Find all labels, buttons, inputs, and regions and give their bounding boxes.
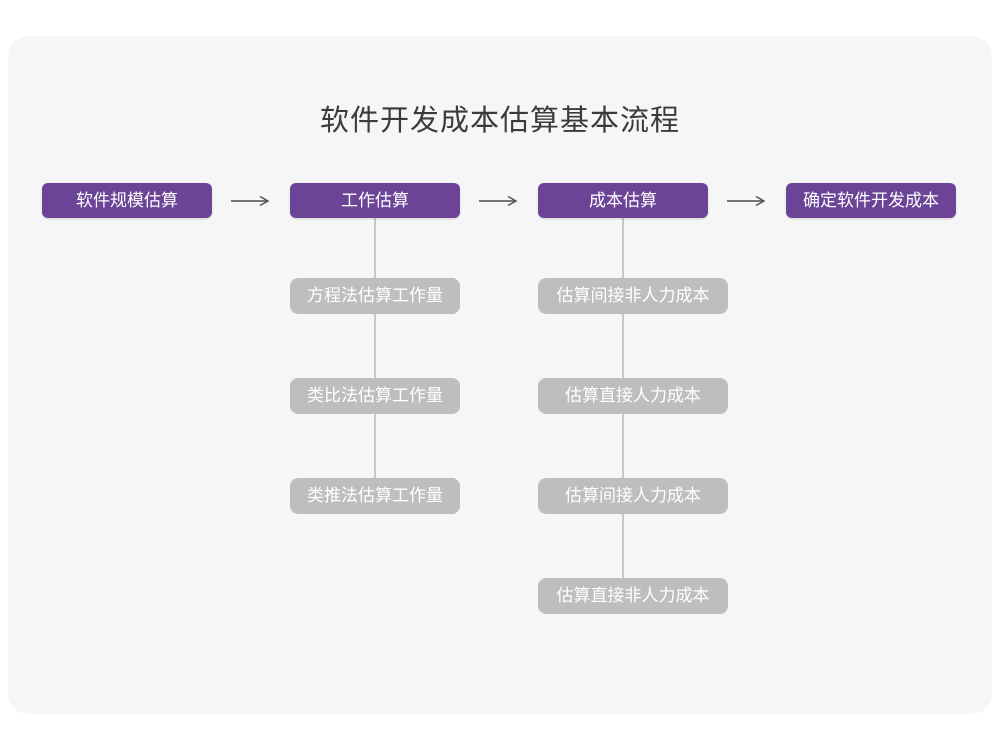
substep-box-indirect-labor-cost: 估算间接人力成本 — [538, 478, 728, 514]
stage-box-cost-estimation: 成本估算 — [538, 183, 708, 218]
stage-box-work-estimation: 工作估算 — [290, 183, 460, 218]
diagram-card — [8, 36, 992, 714]
substep-box-analogy-method: 类比法估算工作量 — [290, 378, 460, 414]
connector-line-work — [374, 218, 376, 480]
substep-box-direct-labor-cost: 估算直接人力成本 — [538, 378, 728, 414]
right-arrow-icon — [727, 195, 766, 207]
right-arrow-icon — [231, 195, 270, 207]
diagram-title: 软件开发成本估算基本流程 — [319, 105, 680, 137]
substep-box-equation-method: 方程法估算工作量 — [290, 278, 460, 314]
substep-box-direct-non-labor-cost: 估算直接非人力成本 — [538, 578, 728, 614]
stage-box-software-scale-estimation: 软件规模估算 — [42, 183, 212, 218]
stage-box-determine-development-cost: 确定软件开发成本 — [786, 183, 956, 218]
substep-box-indirect-non-labor-cost: 估算间接非人力成本 — [538, 278, 728, 314]
substep-box-extrapolation-method: 类推法估算工作量 — [290, 478, 460, 514]
right-arrow-icon — [479, 195, 518, 207]
